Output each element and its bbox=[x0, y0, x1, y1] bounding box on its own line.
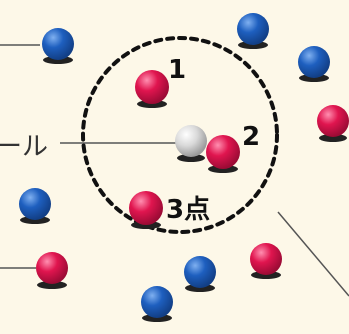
blue-stone bbox=[298, 46, 330, 82]
red-stone-1 bbox=[135, 70, 169, 108]
white-ball-caption: ール bbox=[0, 132, 48, 162]
blue-stone bbox=[184, 256, 216, 292]
leader-line-circle bbox=[277, 211, 349, 297]
blue-stone bbox=[237, 13, 269, 49]
red-stone bbox=[317, 105, 349, 142]
red-stone-2 bbox=[206, 135, 240, 173]
stones bbox=[19, 13, 349, 322]
red-stone bbox=[36, 252, 68, 289]
white-ball bbox=[175, 125, 207, 162]
blue-stone bbox=[19, 188, 51, 224]
stone-label-1: 1 bbox=[168, 55, 186, 85]
stone-label-3: 3点 bbox=[166, 194, 210, 225]
house-circle bbox=[81, 36, 279, 234]
blue-stone bbox=[42, 28, 74, 64]
red-stone bbox=[250, 243, 282, 279]
red-stone-3 bbox=[129, 191, 163, 229]
blue-stone bbox=[141, 286, 173, 322]
stone-label-2: 2 bbox=[242, 122, 260, 152]
